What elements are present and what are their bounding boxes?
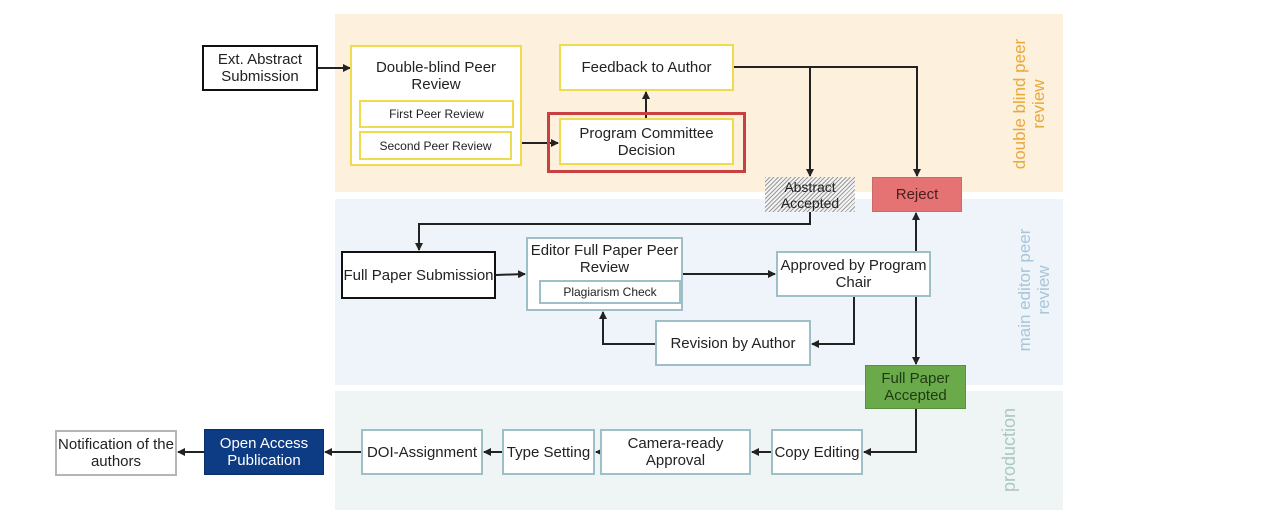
type-setting-node[interactable]: Type Setting	[502, 429, 595, 475]
edge-approved-to-revision	[811, 297, 855, 348]
abstract-accepted-node[interactable]: Abstract Accepted	[765, 177, 855, 212]
full-paper-accepted-node[interactable]: Full Paper Accepted	[865, 365, 966, 409]
full-paper-submission-node[interactable]: Full Paper Submission	[341, 251, 496, 299]
plagiarism-check-node[interactable]: Plagiarism Check	[539, 280, 681, 304]
doi-assignment-node[interactable]: DOI-Assignment	[361, 429, 483, 475]
feedback-to-author-node[interactable]: Feedback to Author	[559, 44, 734, 91]
copy-editing-node[interactable]: Copy Editing	[771, 429, 863, 475]
revision-by-author-node[interactable]: Revision by Author	[655, 320, 811, 366]
notification-of-authors-node[interactable]: Notification of the authors	[55, 430, 177, 476]
edge-feedback-to-reject	[810, 66, 921, 177]
edge-fp-accepted-to-copy-editing	[863, 409, 917, 456]
edge-full-paper-to-editor	[495, 270, 526, 279]
edge-abstract-accepted-to-full-paper	[415, 212, 811, 251]
program-committee-decision-node[interactable]: Program Committee Decision	[559, 118, 734, 165]
open-access-publication-node[interactable]: Open Access Publication	[204, 429, 324, 475]
edge-revision-to-editor	[599, 311, 655, 345]
camera-ready-approval-node[interactable]: Camera-ready Approval	[600, 429, 751, 475]
decision-highlight-frame	[547, 112, 746, 173]
approved-by-program-chair-node[interactable]: Approved by Program Chair	[776, 251, 931, 297]
second-peer-review-node[interactable]: Second Peer Review	[359, 131, 512, 160]
reject-node[interactable]: Reject	[872, 177, 962, 212]
ext-abstract-submission-node[interactable]: Ext. Abstract Submission	[202, 45, 318, 91]
first-peer-review-node[interactable]: First Peer Review	[359, 100, 514, 128]
